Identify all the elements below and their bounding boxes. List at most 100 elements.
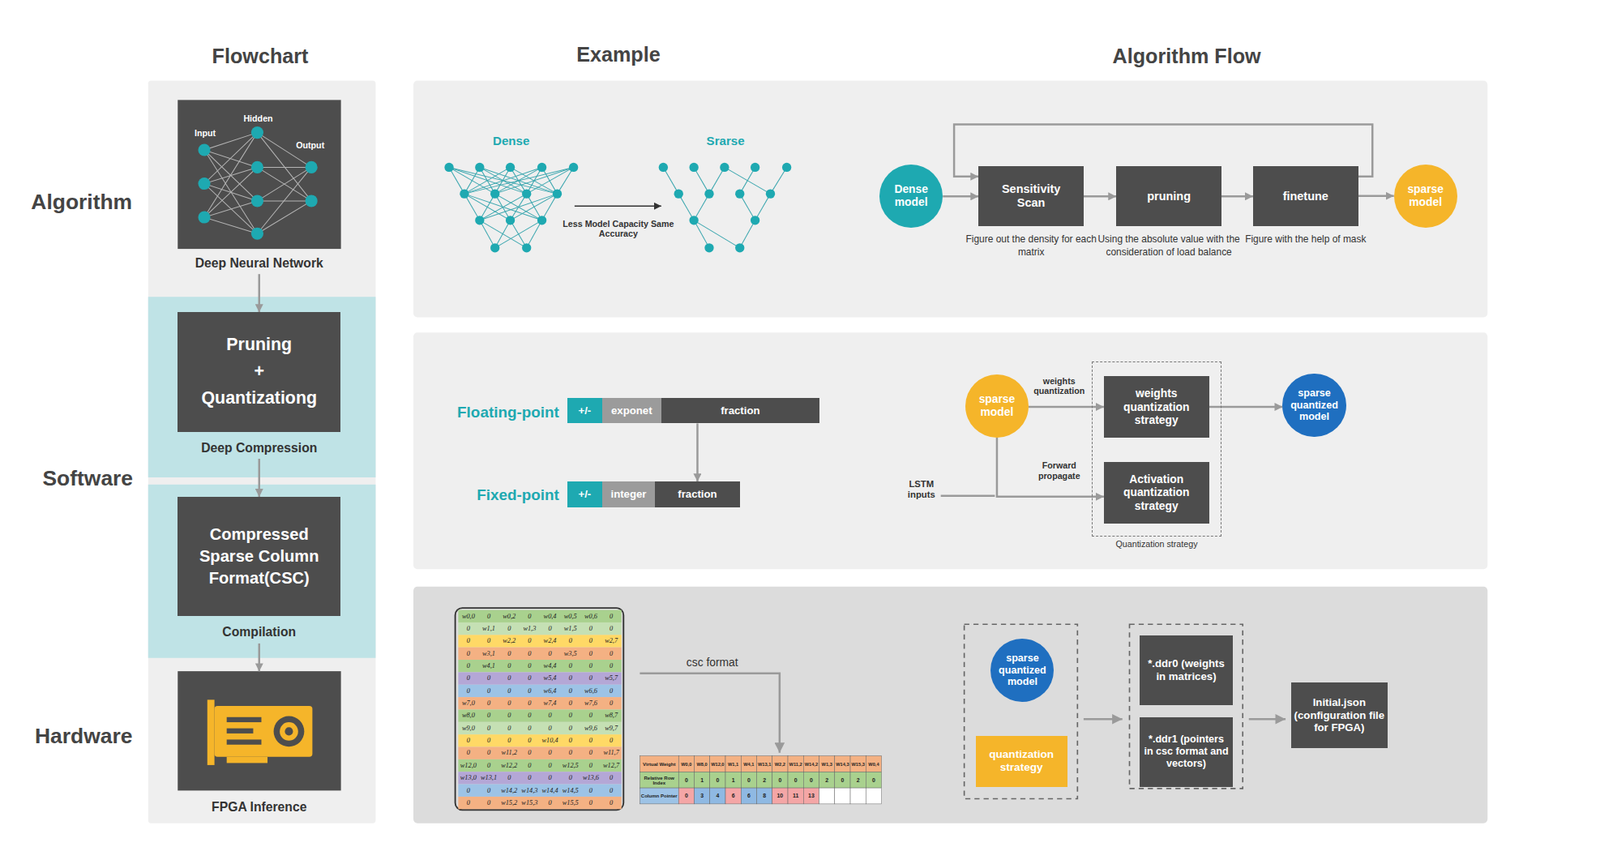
circle-text-wrap: sparse quantized model [993, 652, 1052, 688]
net-neuron [658, 162, 668, 172]
net-neuron [552, 188, 562, 198]
matrix-cell: 0 [527, 761, 531, 771]
table-cell: Column Pointer [641, 793, 678, 799]
node-text: sparse quantized model [993, 652, 1052, 688]
annotation-text: Input [194, 128, 216, 138]
matrix-cell: 0 [507, 712, 511, 721]
annotation-text: LSTM inputs [901, 479, 942, 501]
csc-arrow [639, 673, 779, 753]
table-cell: 8 [762, 792, 766, 800]
matrix-cell: 0 [568, 774, 573, 783]
table-cell [803, 756, 819, 773]
lstm-input-line [941, 494, 996, 497]
matrix-cell: 0 [589, 624, 593, 634]
matrix-cell: 0 [527, 712, 531, 721]
caption-wrap: FPGA Inference [157, 799, 362, 816]
file-box: *.ddr1 (pointers in csc format and vecto… [1139, 717, 1233, 788]
box-body: finetune [1253, 166, 1359, 227]
box-body: Pruning + Quantizationg [177, 312, 341, 432]
caption-wrap: Using the absolute value with the consid… [1097, 233, 1241, 259]
node-text: pruning [1146, 189, 1191, 204]
net-neuron [765, 188, 775, 198]
table-cell: 11 [792, 792, 799, 800]
flowchart-panel [148, 80, 377, 823]
net-neuron [474, 215, 484, 225]
net-link [204, 132, 257, 218]
box-text-wrap: Initial.json (configuration file for FPG… [1294, 696, 1386, 736]
caption-text: FPGA Inference [157, 799, 362, 816]
annotation-text: Floating-point [457, 403, 560, 422]
net-neuron [305, 161, 318, 174]
matrix-row [457, 747, 621, 760]
net-link [256, 166, 312, 202]
node-text: sparse quantized model [1285, 387, 1344, 423]
matrix-cell: 0 [589, 799, 593, 808]
caption-text: Figure out the density for each matrix [959, 233, 1103, 259]
matrix-cell: 0 [589, 662, 593, 671]
table-cell: 0 [809, 777, 813, 784]
table-cell: 3 [700, 792, 704, 800]
table-cell [740, 787, 757, 805]
connector [258, 273, 261, 313]
table-cell: 0 [794, 777, 798, 784]
process-box: Compressed Sparse Column Format(CSC)Comp… [177, 496, 341, 642]
net-neuron [537, 162, 547, 172]
process-box: Sensitivity ScanFigure out the density f… [978, 166, 1084, 259]
matrix-cell: w13,0 [460, 774, 477, 783]
net-link [693, 220, 741, 249]
net-link [740, 220, 756, 249]
table-cell: 0 [778, 777, 782, 784]
matrix-row [457, 697, 621, 710]
matrix-cell: w7,6 [584, 699, 598, 708]
matrix-cell: 0 [527, 749, 531, 758]
matrix-cell: 0 [547, 712, 552, 721]
matrix-cell: 0 [609, 687, 613, 696]
table-cell [787, 787, 804, 805]
node-text: fraction [720, 404, 760, 418]
matrix-cell: w3,5 [564, 650, 578, 659]
matrix-row [457, 684, 621, 698]
table-cell [725, 771, 741, 788]
net-link [709, 166, 725, 194]
table-cell [678, 771, 694, 788]
matrix-cell: 0 [527, 736, 531, 745]
strategy-box: quantization strategy [975, 735, 1068, 788]
matrix-cell: 0 [527, 687, 531, 696]
node-text: weights quantization strategy [1107, 386, 1207, 428]
matrix-cell: 0 [589, 761, 593, 771]
table-cell [803, 787, 819, 805]
net-link [449, 166, 527, 194]
connector [1209, 406, 1284, 409]
annotation-text: csc format [686, 656, 739, 670]
caption-text: Using the absolute value with the consid… [1097, 233, 1241, 259]
connector [258, 643, 261, 672]
matrix-cell: 0 [487, 736, 491, 745]
matrix-cell: 0 [547, 774, 552, 783]
box-text-wrap: quantization strategy [979, 748, 1065, 775]
caption-text: Quantization strategy [1076, 539, 1237, 550]
matrix-cell: 0 [609, 736, 613, 745]
matrix-cell: w9,7 [604, 724, 618, 733]
file-box: *.ddr0 (weights in matrices) [1139, 635, 1233, 706]
net-link [526, 220, 543, 249]
table-cell: W2,2 [774, 761, 786, 767]
node-text: +/- [577, 404, 591, 418]
matrix-cell: w1,5 [564, 624, 578, 634]
matrix-cell: w13,6 [582, 774, 599, 783]
net-neuron [719, 162, 729, 172]
box-text-wrap: Pruning + Quantizationg [188, 331, 330, 413]
net-neuron [305, 194, 318, 207]
table-cell: 0 [841, 777, 845, 784]
caption-wrap: Quantization strategy [1076, 539, 1237, 550]
table-cell [639, 787, 679, 805]
matrix-cell: 0 [487, 761, 491, 771]
model-circle: sparse model [965, 374, 1029, 438]
table-cell [678, 756, 694, 773]
table-cell [710, 756, 726, 773]
dense-network [444, 162, 578, 253]
matrix-row [457, 784, 621, 797]
matrix-cell: 0 [487, 749, 491, 758]
net-link [663, 166, 679, 194]
matrix-cell: 0 [527, 650, 531, 659]
